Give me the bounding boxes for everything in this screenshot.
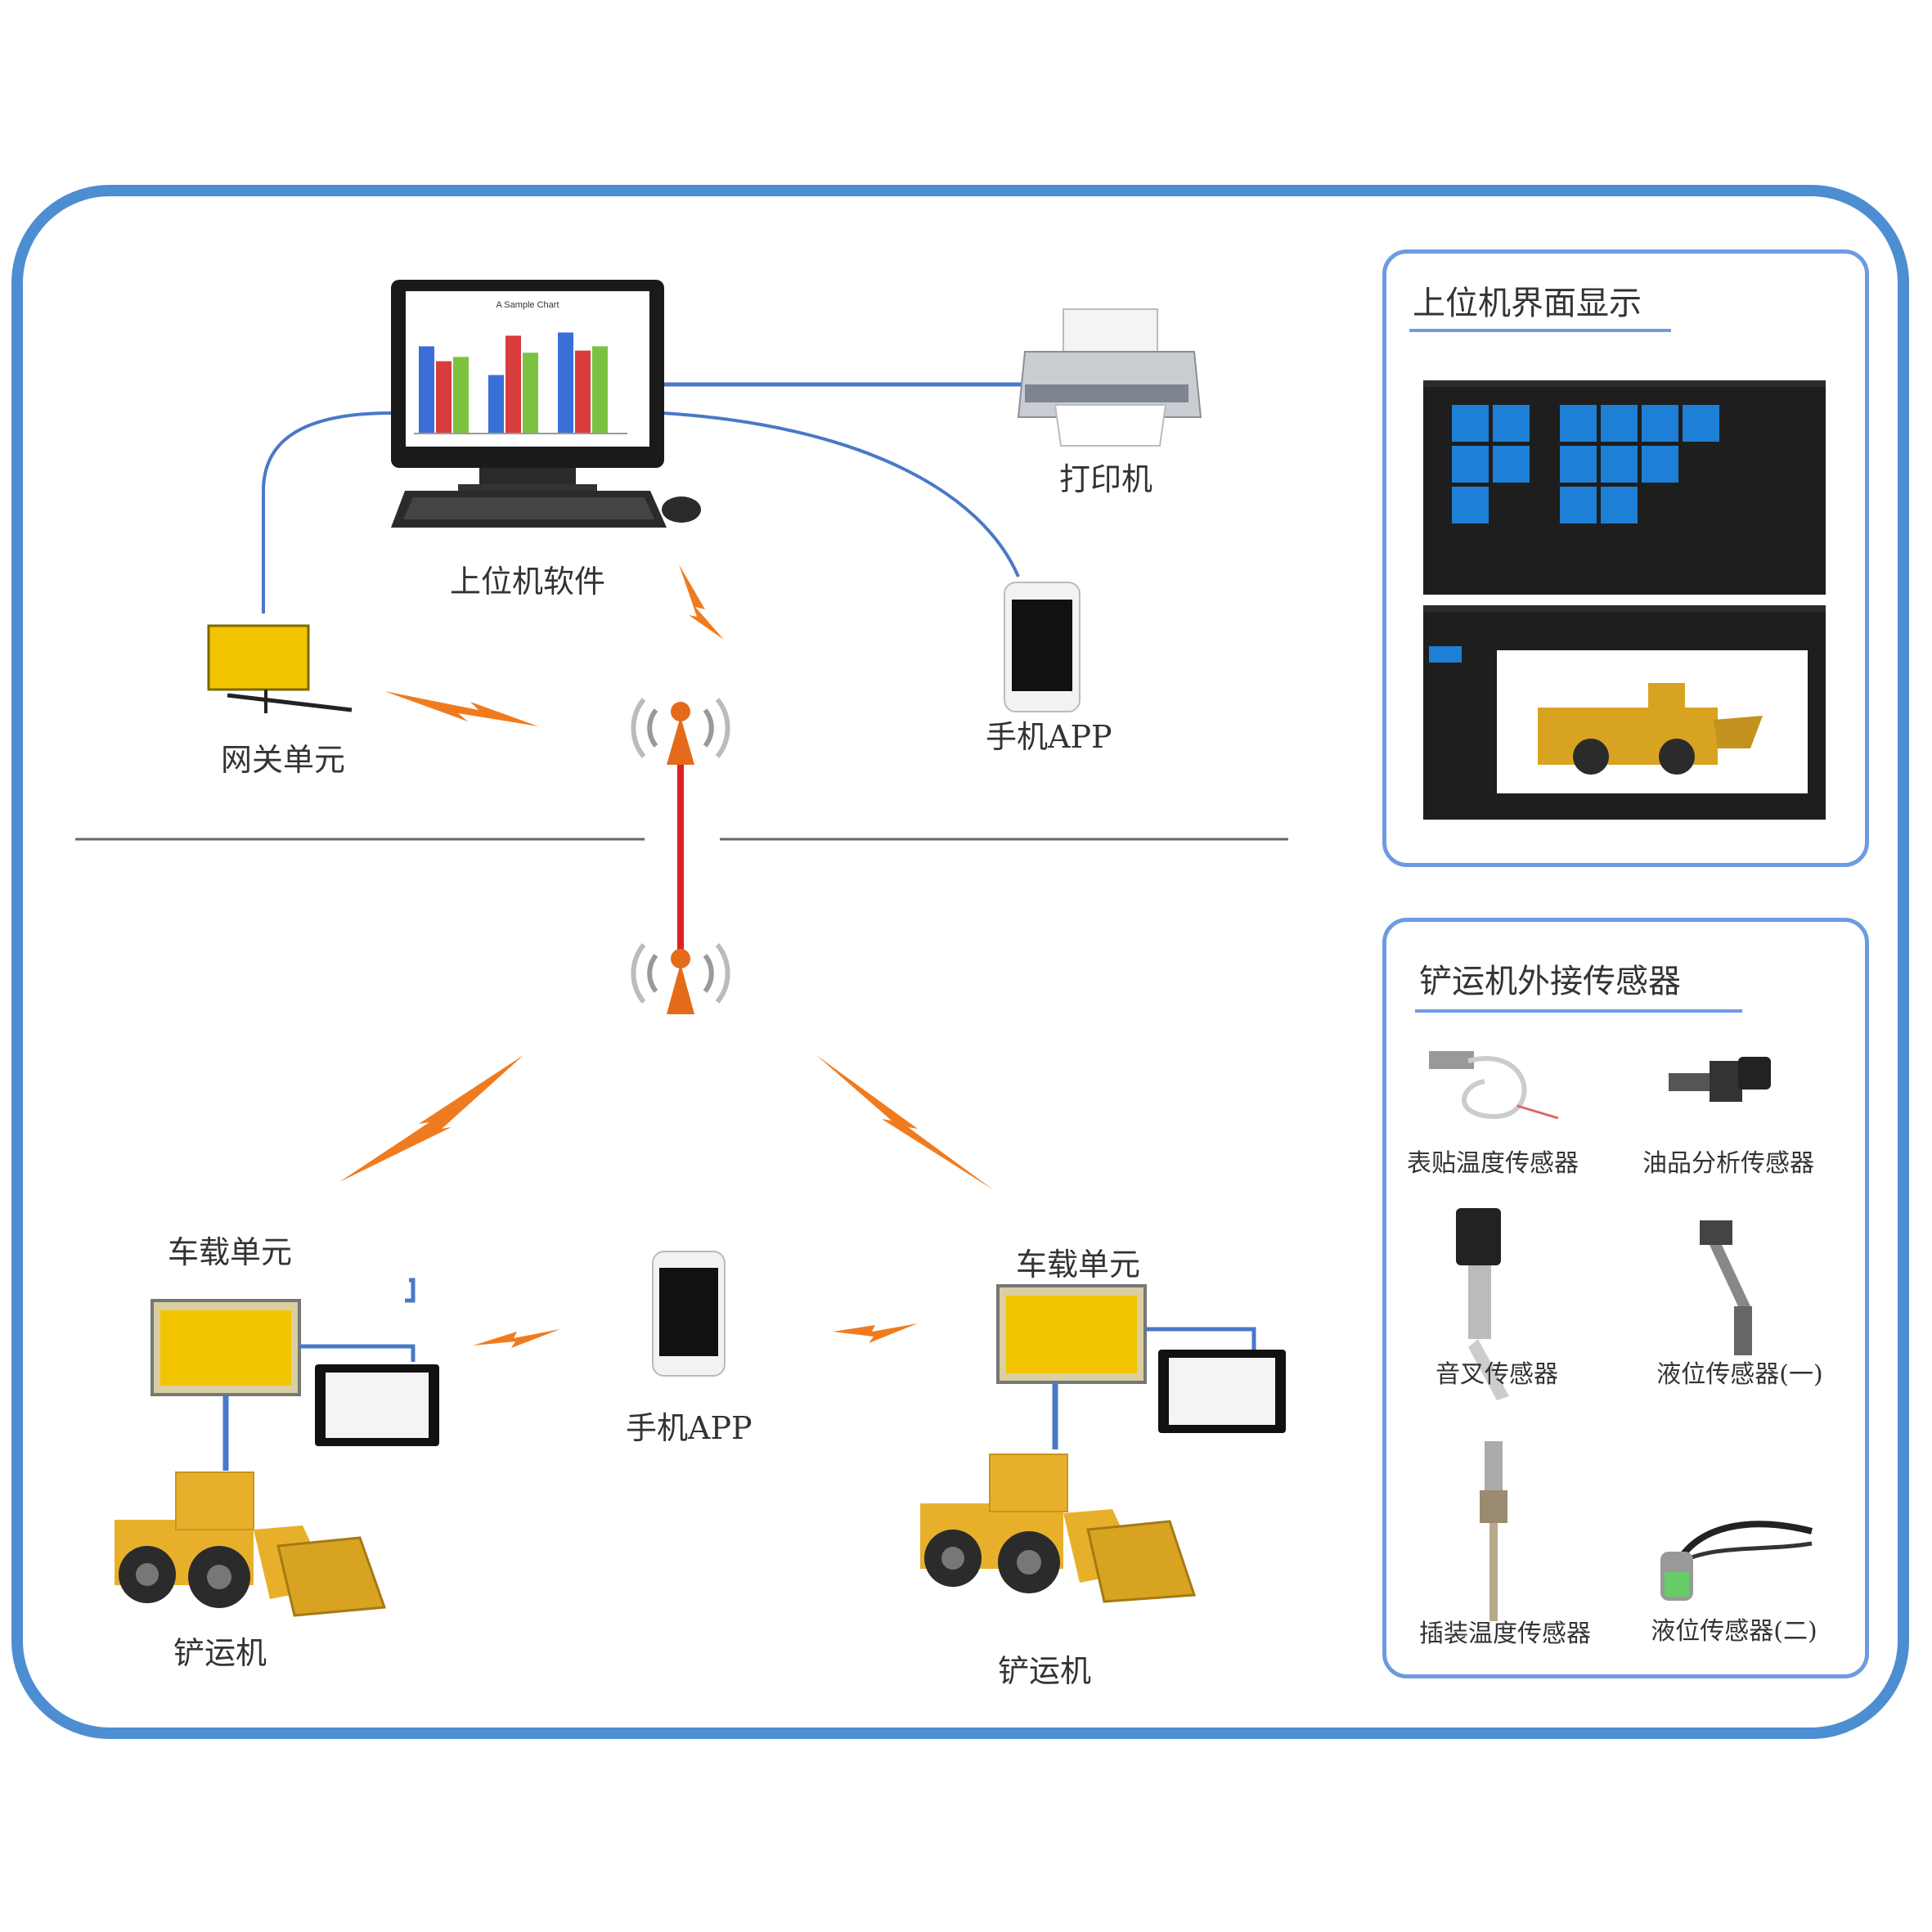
label-loader-left: 铲运机 (173, 1635, 267, 1671)
surface-temperature-sensor-icon (1429, 1051, 1559, 1120)
host-ui-tile-2 (1560, 405, 1597, 442)
label-printer: 打印机 (1059, 461, 1153, 497)
antenna-icon-bottom (631, 943, 730, 1014)
host-ui-screen-monitor (1423, 605, 1826, 820)
chart-bar-2-1 (575, 350, 591, 434)
host-ui-tile-1 (1493, 405, 1530, 442)
antenna-icon-top (631, 698, 730, 765)
host-ui-panel-underline (1409, 329, 1671, 332)
phone-icon-top (1004, 582, 1081, 712)
host-ui-tile-11 (1452, 487, 1489, 523)
sensor-label-surface-temperature: 表贴温度传感器 (1407, 1149, 1579, 1178)
host-ui-tiles (1452, 405, 1719, 523)
lightning-icon-right-phone (833, 1323, 918, 1343)
sensor-panel: 铲运机外接传感器 (1382, 918, 1869, 1678)
mouse-icon (662, 496, 701, 523)
lightning-icon-gateway-antenna (384, 691, 538, 726)
chart-bar-1-2 (523, 353, 538, 434)
host-ui-tile-13 (1601, 487, 1638, 523)
sensor-label-level-1: 液位传感器(一) (1656, 1360, 1823, 1389)
host-ui-panel: 上位机界面显示 (1382, 249, 1869, 867)
chart-bar-2-2 (592, 346, 608, 434)
gateway-unit-icon (207, 624, 353, 713)
sensor-label-tuning-fork: 音叉传感器 (1436, 1360, 1558, 1389)
chart-bar-2-0 (558, 332, 573, 434)
vehicle-unit-icon-left (151, 1278, 439, 1471)
host-ui-tile-10 (1642, 446, 1678, 483)
monitor-chart (414, 332, 627, 434)
chart-bar-0-1 (436, 361, 452, 434)
wire-monitor-gateway (262, 411, 392, 613)
host-ui-panel-title: 上位机界面显示 (1413, 285, 1642, 322)
chart-title: A Sample Chart (496, 300, 559, 310)
host-ui-screen-menu (1423, 380, 1826, 595)
host-ui-screenshots (1423, 380, 1826, 820)
vehicle-unit-icon-right (996, 1284, 1286, 1449)
host-ui-tile-3 (1601, 405, 1638, 442)
host-ui-tile-8 (1560, 446, 1597, 483)
sensor-images (1429, 1051, 1813, 1621)
host-ui-tile-9 (1601, 446, 1638, 483)
chart-bar-1-0 (488, 375, 504, 434)
outer-frame (11, 185, 1909, 1739)
lightning-icon-left-vehicle (339, 1055, 523, 1182)
sensor-panel-title: 铲运机外接传感器 (1419, 963, 1681, 1000)
label-loader-right: 铲运机 (998, 1653, 1092, 1689)
loader-icon-left (115, 1471, 387, 1617)
loader-icon-right (920, 1453, 1197, 1603)
label-gateway-unit: 网关单元 (221, 742, 346, 778)
level-sensor-2-icon (1660, 1521, 1813, 1601)
phone-icon-middle (652, 1251, 726, 1377)
printer-icon (1017, 308, 1202, 447)
oil-analysis-sensor-icon (1669, 1057, 1771, 1102)
sensor-label-level-2: 液位传感器(二) (1651, 1617, 1817, 1646)
label-host-software: 上位机软件 (450, 564, 606, 600)
host-ui-tile-5 (1683, 405, 1719, 442)
wire-monitor-phone (662, 411, 1020, 577)
lightning-icon-left-phone (473, 1329, 560, 1348)
lightning-icon-antenna-host (679, 564, 724, 640)
chart-bar-1-1 (505, 335, 521, 434)
host-ui-tile-6 (1452, 446, 1489, 483)
lightning-icon-right-vehicle (816, 1055, 994, 1190)
host-ui-tile-4 (1642, 405, 1678, 442)
host-ui-tile-12 (1560, 487, 1597, 523)
sensor-panel-underline (1415, 1009, 1742, 1013)
label-phone-app-middle: 手机APP (626, 1410, 753, 1446)
level-sensor-1-icon (1700, 1220, 1752, 1355)
sensor-label-oil-analysis: 油品分析传感器 (1642, 1149, 1814, 1178)
label-vehicle-unit-left: 车载单元 (168, 1234, 293, 1270)
label-phone-app-top: 手机APP (986, 719, 1112, 755)
label-vehicle-unit-right: 车载单元 (1016, 1247, 1141, 1283)
host-ui-tile-7 (1493, 446, 1530, 483)
tuning-fork-sensor-icon (1456, 1208, 1509, 1400)
chart-bar-0-0 (419, 346, 434, 434)
sensor-label-insertion-temperature: 插装温度传感器 (1419, 1620, 1591, 1648)
keyboard-icon (391, 491, 667, 528)
host-ui-tile-0 (1452, 405, 1489, 442)
insertion-temperature-sensor-icon (1480, 1441, 1507, 1621)
chart-bar-0-2 (453, 357, 469, 434)
